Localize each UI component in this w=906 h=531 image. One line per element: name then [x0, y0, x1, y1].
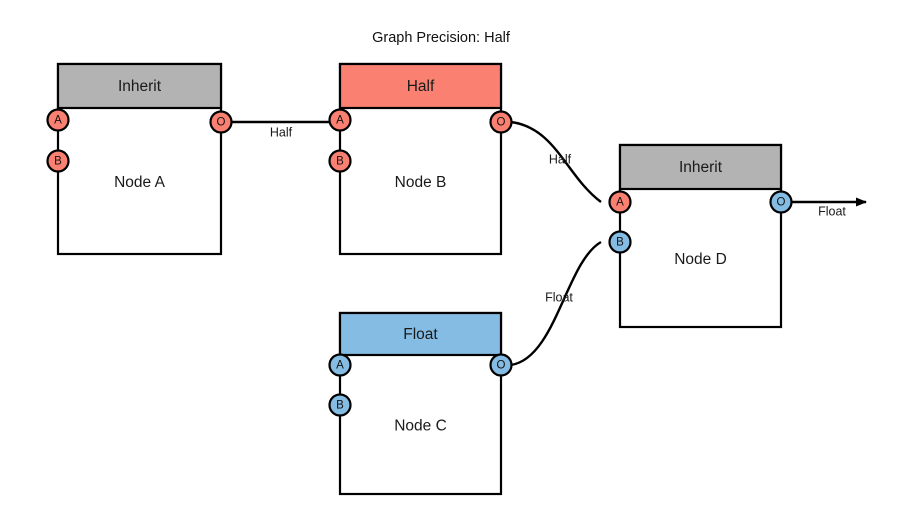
edge-label: Float [545, 290, 573, 304]
input-port-B[interactable] [328, 149, 352, 173]
input-port-label-B: B [616, 237, 624, 249]
edge-label: Float [818, 204, 846, 218]
input-port-label-A: A [336, 360, 344, 372]
page-title: Graph Precision: Half [372, 30, 511, 46]
node-header[interactable] [56, 62, 223, 110]
output-port-label-O: O [217, 117, 226, 129]
output-port-O[interactable] [489, 110, 513, 134]
node-header[interactable] [338, 311, 503, 357]
node-header[interactable] [618, 143, 783, 191]
output-port-label-O: O [777, 197, 786, 209]
input-port-A[interactable] [328, 353, 352, 377]
node-header-label: Inherit [118, 78, 162, 95]
node-header-label: Half [407, 78, 435, 95]
input-port-label-B: B [54, 156, 62, 168]
input-port-A[interactable] [328, 108, 352, 132]
node-name-label: Node A [114, 174, 166, 191]
output-port-O[interactable] [209, 110, 233, 134]
node-name-label: Node D [674, 251, 727, 268]
node-name-label: Node C [394, 418, 447, 435]
node-header-label: Float [403, 326, 438, 343]
output-port-O[interactable] [489, 353, 513, 377]
output-port-label-O: O [497, 117, 506, 129]
edge-label: Half [549, 152, 572, 166]
edge-path [510, 120, 602, 203]
edge-path [510, 240, 602, 367]
edge-edge-d-output: Float [791, 197, 867, 218]
input-port-label-A: A [616, 197, 624, 209]
input-port-B[interactable] [46, 149, 70, 173]
input-port-label-A: A [336, 115, 344, 127]
input-port-A[interactable] [46, 108, 70, 132]
input-port-label-B: B [336, 400, 344, 412]
edge-label: Half [270, 125, 293, 139]
edge-edge-b-to-d: Half [510, 120, 602, 203]
input-port-B[interactable] [328, 393, 352, 417]
input-port-label-B: B [336, 156, 344, 168]
node-name-label: Node B [395, 174, 447, 191]
edge-edge-a-to-b: Half [231, 120, 330, 139]
edge-edge-c-to-d: Float [510, 240, 602, 367]
input-port-A[interactable] [608, 190, 632, 214]
input-port-label-A: A [54, 115, 62, 127]
input-port-B[interactable] [608, 230, 632, 254]
node-header[interactable] [338, 62, 503, 110]
output-port-O[interactable] [769, 190, 793, 214]
node-header-label: Inherit [679, 159, 723, 176]
output-port-label-O: O [497, 360, 506, 372]
